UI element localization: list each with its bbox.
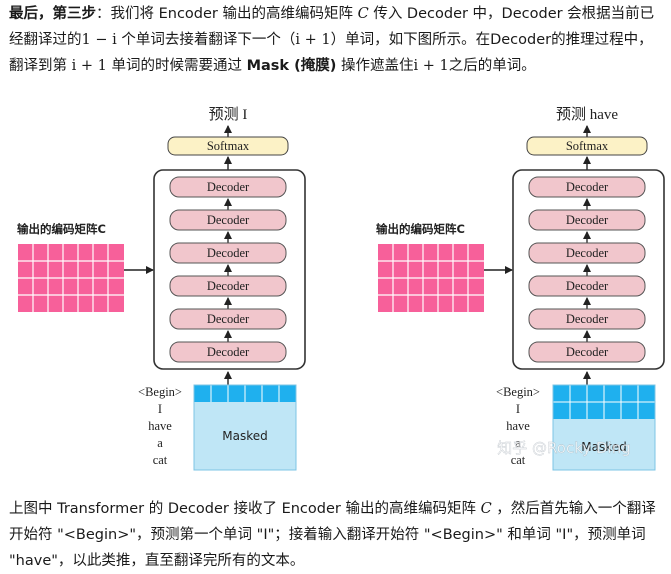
- left-decoder-stack: [153, 169, 306, 370]
- left-decoder-block: [169, 275, 287, 297]
- left-input-token: I: [158, 402, 162, 416]
- right-input-token: have: [506, 419, 530, 433]
- right-mask-matrix: Masked: [552, 384, 656, 471]
- left-decoder-block: [169, 242, 287, 264]
- right-mask-label: Masked: [581, 440, 626, 454]
- right-decoder-block: [528, 275, 646, 297]
- left-input-token: <Begin>: [138, 385, 182, 399]
- left-mask-matrix: Masked: [193, 384, 297, 471]
- right-encoder-matrix-label: 输出的编码矩阵C: [376, 222, 465, 236]
- text-run: 单词的时候需要通过: [106, 58, 247, 74]
- left-softmax-label: Softmax: [207, 139, 250, 153]
- left-softmax-box: [167, 136, 289, 156]
- left-predict-label: 预测 I: [209, 106, 248, 123]
- right-softmax-box: [526, 136, 648, 156]
- left-decoder-block: [169, 341, 287, 363]
- text-run: 操作遮盖住: [336, 58, 414, 74]
- text-run: ，然后首先输入一个翻译开始符 "<Begin>"，预测第一个单词 "I"；接着输…: [9, 501, 656, 569]
- left-decoder-block: [169, 209, 287, 231]
- right-decoder-label: Decoder: [566, 279, 609, 293]
- right-decoder-label: Decoder: [566, 180, 609, 194]
- step-paragraph: 最后，第三步：我们将 Encoder 输出的高维编码矩阵 C 传入 Decode…: [9, 1, 663, 79]
- left-decoder-block: [169, 308, 287, 330]
- right-decoder-block: [528, 308, 646, 330]
- right-decoder-label: Decoder: [566, 213, 609, 227]
- right-decoder-label: Decoder: [566, 345, 609, 359]
- left-decoder-label: Decoder: [207, 312, 250, 326]
- text-run: 个单词去接着翻译下一个（: [116, 32, 296, 48]
- left-panel: 预测 I Softmax Decoder Decoder Decoder Dec…: [17, 106, 306, 471]
- left-encoder-matrix: [18, 244, 124, 312]
- text-run: 传入 Decoder 中，Decoder 会根据当前已经翻译过的: [9, 6, 655, 48]
- summary-paragraph: 上图中 Transformer 的 Decoder 接收了 Encoder 输出…: [9, 496, 663, 574]
- text-run: ：我们将 Encoder 输出的高维编码矩阵: [96, 6, 358, 22]
- right-predict-label: 预测 have: [556, 106, 618, 123]
- right-input-token: I: [516, 402, 520, 416]
- left-decoder-label: Decoder: [207, 345, 250, 359]
- left-decoder-label: Decoder: [207, 213, 250, 227]
- step-lead: 最后，第三步: [9, 6, 96, 22]
- mask-term: Mask (掩膜): [246, 58, 337, 74]
- math-expr: 1 − i: [81, 32, 117, 48]
- right-decoder-stack: [512, 169, 665, 370]
- left-input-token: cat: [153, 453, 168, 467]
- text-run: 上图中 Transformer 的 Decoder 接收了 Encoder 输出…: [9, 501, 481, 517]
- right-decoder-block: [528, 242, 646, 264]
- right-decoder-label: Decoder: [566, 246, 609, 260]
- right-input-token: <Begin>: [496, 385, 540, 399]
- math-expr: i + 1: [295, 32, 331, 48]
- right-decoder-block: [528, 209, 646, 231]
- math-C: C: [480, 501, 492, 517]
- right-decoder-block: [528, 341, 646, 363]
- math-C: C: [357, 6, 369, 22]
- math-expr: i + 1: [71, 58, 107, 74]
- right-decoder-block: [528, 176, 646, 198]
- left-encoder-matrix-label: 输出的编码矩阵C: [17, 222, 106, 236]
- right-softmax-label: Softmax: [566, 139, 609, 153]
- right-panel: 预测 have Softmax Decoder Decoder Decoder …: [376, 106, 665, 471]
- right-input-token: cat: [511, 453, 526, 467]
- text-run: 之后的单词。: [448, 58, 536, 74]
- left-input-token: a: [157, 436, 163, 450]
- right-input-token: a: [515, 436, 521, 450]
- right-decoder-label: Decoder: [566, 312, 609, 326]
- decoder-inference-figure: 预测 I Softmax Decoder Decoder Decoder Dec…: [17, 106, 665, 471]
- left-decoder-label: Decoder: [207, 180, 250, 194]
- left-decoder-label: Decoder: [207, 279, 250, 293]
- left-decoder-label: Decoder: [207, 246, 250, 260]
- right-encoder-matrix: [378, 244, 484, 312]
- left-decoder-block: [169, 176, 287, 198]
- left-input-token: have: [148, 419, 172, 433]
- text-run: ）单词，如下图所示。在Decoder的推理过程中，翻译到第: [9, 32, 653, 74]
- left-mask-label: Masked: [222, 429, 267, 443]
- watermark: 知乎 @Rocky Ding: [497, 439, 630, 457]
- math-expr: i + 1: [413, 58, 449, 74]
